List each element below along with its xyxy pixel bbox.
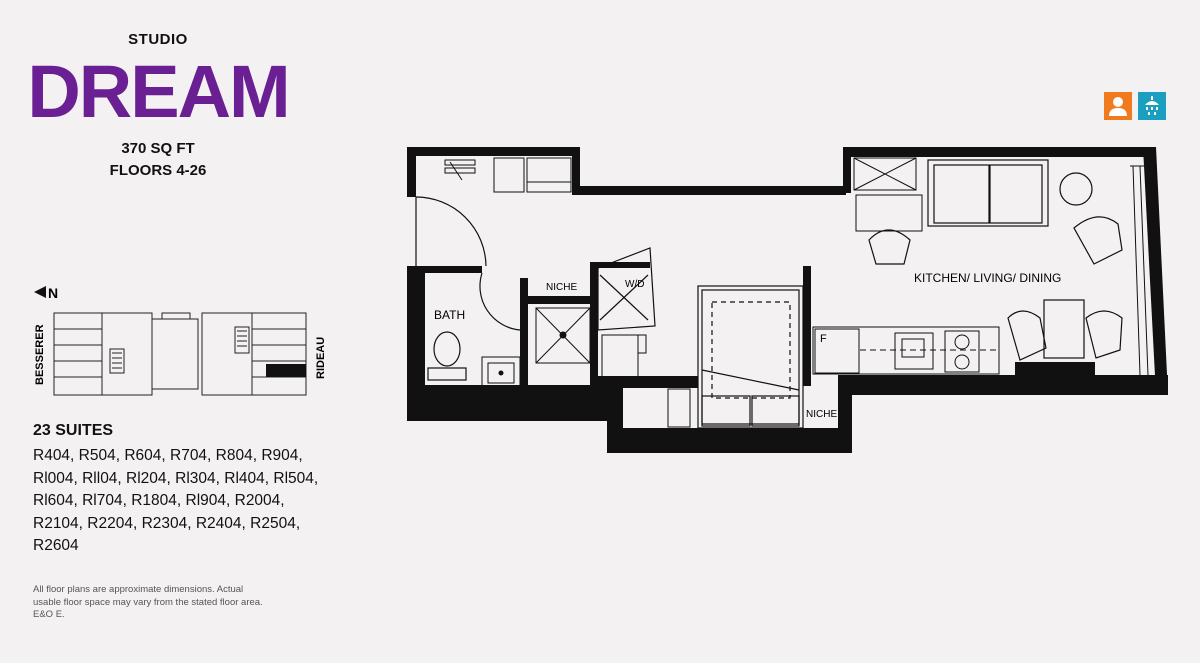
window-wall	[1130, 165, 1149, 376]
room-label-fridge: F	[820, 333, 827, 345]
bed	[697, 285, 804, 429]
person-icon	[1104, 92, 1132, 120]
shower-stall	[535, 307, 591, 364]
key-plan-suite-highlight	[266, 364, 306, 377]
room-label-kitchen-living: KITCHEN/ LIVING/ DINING	[914, 271, 1061, 285]
north-label: N	[48, 285, 58, 301]
bath-door-swing	[479, 272, 521, 331]
room-label-niche-bottom: NICHE	[806, 409, 837, 420]
washer-dryer	[597, 247, 656, 331]
chairs	[868, 216, 1123, 361]
entry-door-swing	[415, 196, 487, 267]
key-plan-building	[53, 312, 307, 396]
room-label-bath: BATH	[434, 308, 465, 322]
unit-name-title: DREAM	[27, 50, 290, 133]
side-table	[1059, 172, 1093, 206]
amenity-icons	[1104, 92, 1166, 120]
upper-cabinets	[853, 157, 923, 232]
street-label-rideau: RIDEAU	[315, 337, 327, 379]
suite-list: R404, R504, R604, R704, R804, R904, Rl00…	[33, 447, 319, 555]
unit-floors-label: FLOORS 4-26	[109, 162, 207, 179]
unit-area-label: 370 SQ FT	[121, 140, 195, 157]
north-arrow-icon	[34, 286, 46, 298]
closet	[444, 157, 572, 193]
kitchen-counter	[812, 326, 1000, 375]
sofa	[927, 159, 1049, 227]
room-label-washer-dryer: W/D	[625, 279, 644, 290]
unit-type-label: STUDIO	[128, 31, 188, 48]
street-label-besserer: BESSERER	[34, 324, 46, 385]
cabinets	[601, 334, 691, 428]
shower-icon	[1138, 92, 1166, 120]
walls	[407, 147, 1168, 453]
bath-sink-icon	[481, 356, 521, 388]
room-label-niche-top: NICHE	[546, 282, 577, 293]
floor-plan: BATH NICHE W/D KITCHEN/ LIVING/ DINING N…	[407, 147, 1168, 453]
key-plan: N BESSERER RIDEAU	[34, 285, 327, 396]
disclaimer-text: All floor plans are approximate dimensio…	[33, 584, 263, 620]
toilet-icon	[427, 331, 467, 381]
suite-count: 23 SUITES	[33, 422, 114, 439]
